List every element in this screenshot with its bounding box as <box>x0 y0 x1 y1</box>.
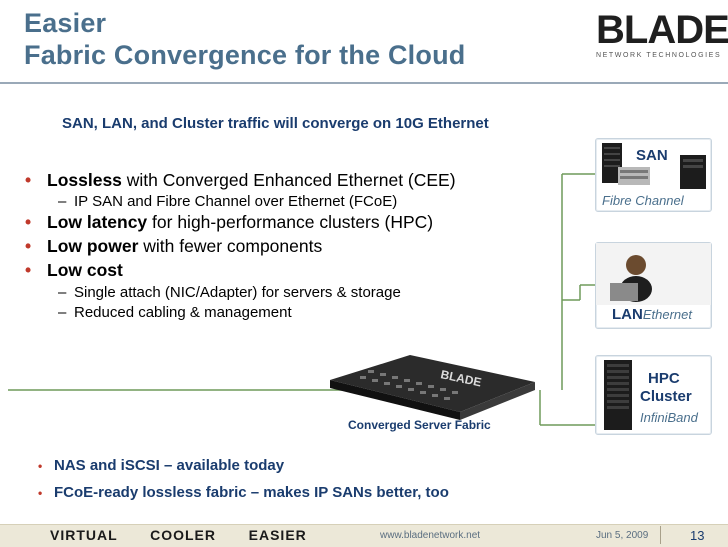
lan-sub: Ethernet <box>642 307 692 322</box>
bullet-low-latency: • Low latency for high-performance clust… <box>25 212 434 233</box>
slide-title-line1: Easier <box>24 8 107 38</box>
slide-subtitle: SAN, LAN, and Cluster traffic will conve… <box>62 115 489 132</box>
lan-user-photo <box>596 243 711 305</box>
switch-label: Converged Server Fabric <box>348 418 491 432</box>
bottom-bullet-fcoe: •FCoE-ready lossless fabric – makes IP S… <box>38 484 449 501</box>
footer-tagline: VIRTUAL COOLER EASIER <box>50 527 307 543</box>
bullet-text: with Converged Enhanced Ethernet (CEE) <box>121 170 456 190</box>
bullet-dot-icon: • <box>25 260 32 280</box>
san-sub: Fibre Channel <box>602 193 684 208</box>
bullet-dot-icon: • <box>25 170 32 190</box>
bullet-text: with fewer components <box>138 236 323 256</box>
bullet-bold: Low cost <box>47 260 123 280</box>
hpc-label2: Cluster <box>640 388 692 405</box>
storage-icon <box>602 143 706 189</box>
bullet-text: for high-performance clusters (HPC) <box>147 212 434 232</box>
lan-label: LAN <box>612 306 643 323</box>
hpc-label1: HPC <box>648 370 680 387</box>
bullet-bold: Lossless <box>47 170 122 190</box>
bullet-bold: Low power <box>47 236 139 256</box>
bullet-dot-icon: • <box>25 236 32 256</box>
bullet-dot-icon: • <box>38 459 43 473</box>
slide-title-line2: Fabric Convergence for the Cloud <box>24 40 466 70</box>
title-divider <box>0 82 728 84</box>
bullet-low-cost: • Low cost <box>25 260 123 281</box>
footer-date: Jun 5, 2009 <box>596 530 649 541</box>
sub-bullet-single-attach: –Single attach (NIC/Adapter) for servers… <box>58 284 401 301</box>
footer-url: www.bladenetwork.net <box>380 530 481 541</box>
bullet-dot-icon: • <box>38 486 43 500</box>
page-number: 13 <box>690 528 705 543</box>
bullet-bold: Low latency <box>47 212 148 232</box>
hpc-rack-icon <box>604 360 632 430</box>
blade-logo-tagline: NETWORK TECHNOLOGIES <box>596 52 722 59</box>
san-label: SAN <box>636 147 668 164</box>
bottom-bullet-nas: •NAS and iSCSI – available today <box>38 457 285 474</box>
bullet-low-power: • Low power with fewer components <box>25 236 323 257</box>
blade-logo: BLADE <box>596 8 728 52</box>
hpc-panel: HPC Cluster InfiniBand <box>595 355 712 435</box>
sub-bullet-reduced-cabling: –Reduced cabling & management <box>58 304 292 321</box>
footer-bar <box>0 524 728 547</box>
lan-label-group: LANEthernet <box>612 306 692 324</box>
san-panel: SAN Fibre Channel <box>595 138 712 212</box>
footer-separator <box>660 526 661 544</box>
sub-bullet-fcoe: –IP SAN and Fibre Channel over Ethernet … <box>58 193 398 210</box>
hpc-sub: InfiniBand <box>640 410 698 425</box>
lan-panel: LANEthernet <box>595 242 712 329</box>
bullet-lossless: • Lossless with Converged Enhanced Ether… <box>25 170 456 191</box>
bullet-dot-icon: • <box>25 212 32 232</box>
converged-switch-image: BLADE <box>330 355 535 420</box>
